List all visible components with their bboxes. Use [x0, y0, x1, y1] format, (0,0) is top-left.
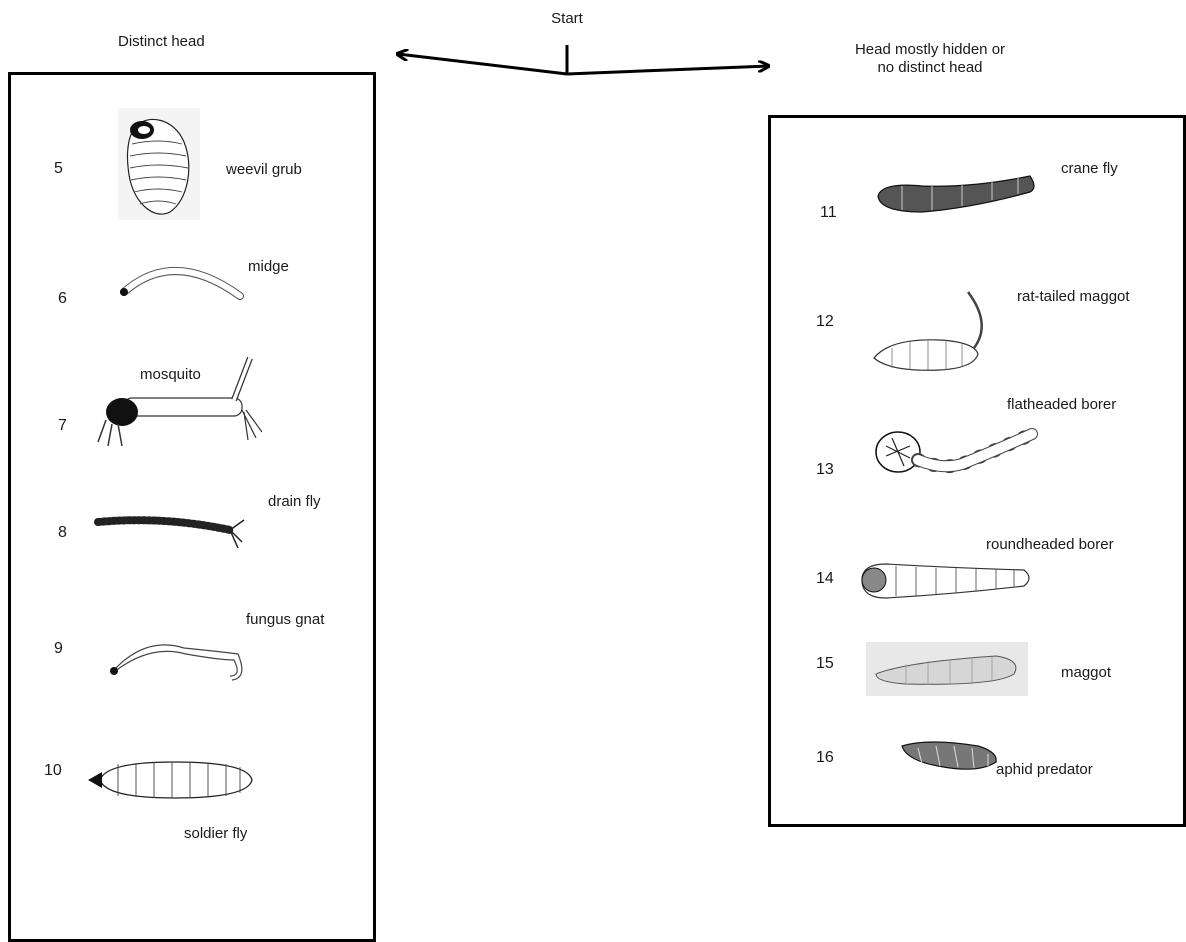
- start-label: Start: [542, 10, 592, 28]
- left-group-title: Distinct head: [118, 33, 205, 51]
- fungus-gnat-illustration: [106, 632, 252, 686]
- item-label: flatheaded borer: [1007, 396, 1116, 414]
- aphid-predator-illustration: [898, 736, 1004, 776]
- right-group-title-line2: no distinct head: [877, 59, 982, 76]
- item-label: rat-tailed maggot: [1017, 288, 1130, 306]
- midge-illustration: [114, 252, 248, 304]
- item-label: fungus gnat: [246, 611, 324, 629]
- item-number: 13: [816, 461, 834, 479]
- mosquito-illustration: [96, 354, 262, 450]
- item-number: 14: [816, 570, 834, 588]
- item-number: 16: [816, 749, 834, 767]
- item-label: drain fly: [268, 493, 321, 511]
- item-label: soldier fly: [184, 825, 247, 843]
- item-number: 10: [44, 762, 62, 780]
- item-number: 15: [816, 655, 834, 673]
- item-number: 9: [54, 640, 63, 658]
- flatheaded-borer-illustration: [872, 424, 1038, 490]
- crane-fly-illustration: [872, 168, 1038, 220]
- roundheaded-borer-illustration: [856, 558, 1036, 604]
- item-number: 8: [58, 524, 67, 542]
- item-label: midge: [248, 258, 289, 276]
- item-number: 6: [58, 290, 67, 308]
- rat-tailed-maggot-illustration: [870, 288, 994, 376]
- item-label: weevil grub: [226, 161, 302, 179]
- arrow-right: [567, 66, 768, 74]
- arrow-left: [398, 54, 567, 74]
- right-group-title: Head mostly hidden or no distinct head: [830, 41, 1030, 77]
- maggot-illustration: [866, 642, 1028, 696]
- item-label: roundheaded borer: [986, 536, 1114, 554]
- item-number: 11: [820, 204, 837, 222]
- item-number: 7: [58, 417, 67, 435]
- soldier-fly-illustration: [84, 752, 262, 808]
- item-label: crane fly: [1061, 160, 1118, 178]
- item-label: maggot: [1061, 664, 1111, 682]
- item-number: 5: [54, 160, 63, 178]
- drain-fly-illustration: [94, 512, 246, 552]
- item-number: 12: [816, 313, 834, 331]
- item-label: aphid predator: [996, 761, 1093, 779]
- weevil-grub-illustration: [118, 108, 200, 220]
- right-group-title-line1: Head mostly hidden or: [855, 41, 1005, 58]
